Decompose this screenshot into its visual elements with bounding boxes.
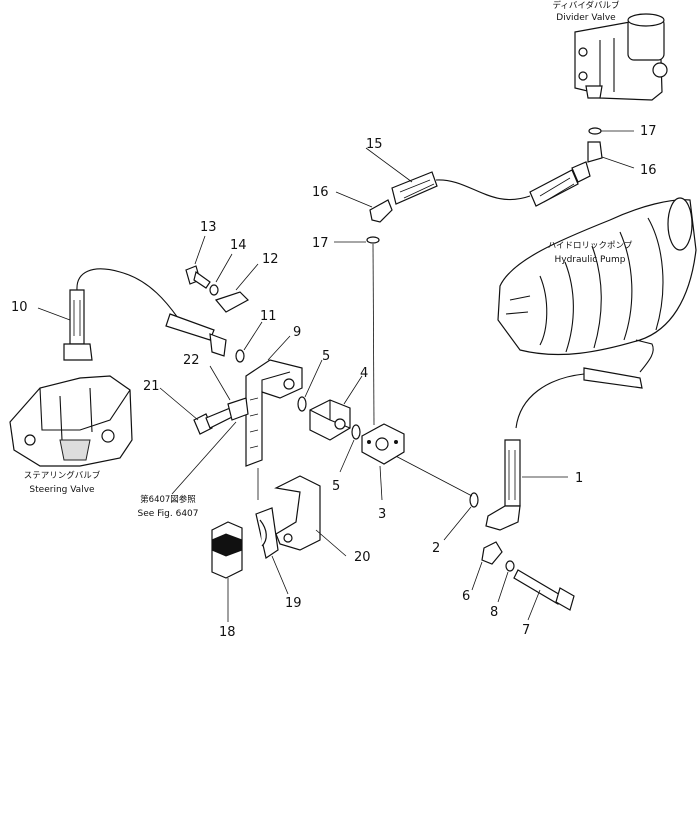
elbow-16-right: [587, 141, 603, 163]
bracket-9: [245, 359, 303, 467]
callout-5-lower: 5: [332, 479, 340, 494]
callout-21: 21: [143, 379, 160, 394]
callout-18: 18: [219, 625, 236, 640]
see-fig-en-label: See Fig. 6407: [137, 509, 198, 519]
callout-20: 20: [354, 550, 371, 565]
callout-1: 1: [575, 471, 583, 486]
steering-valve-en-label: Steering Valve: [29, 485, 95, 495]
o-ring-11: [235, 349, 245, 363]
callout-2: 2: [432, 541, 440, 556]
callout-16-left: 16: [312, 185, 329, 200]
clamp-12: [214, 291, 249, 313]
o-ring-5-upper: [297, 396, 307, 412]
hose-10: [63, 268, 227, 361]
clamp-18: [211, 521, 243, 579]
callout-19: 19: [285, 596, 302, 611]
o-ring-17-upper: [588, 127, 602, 135]
elbow-16-left: [369, 199, 393, 223]
steering-valve: [9, 375, 133, 467]
callout-11: 11: [260, 309, 277, 324]
bracket-6: [481, 541, 503, 565]
callout-16-right: 16: [640, 163, 657, 178]
steering-valve-jp-label: ステアリングバルブ: [24, 470, 101, 481]
o-ring-17-left: [366, 236, 380, 244]
bolt-7: [513, 569, 575, 611]
callout-6: 6: [462, 589, 470, 604]
callout-4: 4: [360, 366, 368, 381]
callout-8: 8: [490, 605, 498, 620]
callout-9: 9: [293, 325, 301, 340]
divider-valve-en-label: Divider Valve: [556, 13, 616, 23]
washer-14: [209, 284, 219, 296]
clamp-22: [227, 397, 249, 421]
hose-15: [391, 161, 591, 207]
callout-10: 10: [11, 300, 28, 315]
hose-1: [485, 339, 654, 531]
callout-5-upper: 5: [322, 349, 330, 364]
washer-8: [505, 560, 515, 572]
hydraulic-pump-en-label: Hydraulic Pump: [555, 255, 626, 265]
hydraulic-pump-jp-label: ハイドロリックポンプ: [548, 241, 633, 251]
o-ring-2: [469, 492, 479, 508]
hydraulic-pump: [497, 197, 697, 356]
o-ring-5-lower: [351, 424, 361, 440]
callout-17-left: 17: [312, 236, 329, 251]
callout-22: 22: [183, 353, 200, 368]
callout-13: 13: [200, 220, 217, 235]
callout-12: 12: [262, 252, 279, 267]
callout-14: 14: [230, 238, 247, 253]
callout-17-upper: 17: [640, 124, 657, 139]
block-4: [309, 399, 351, 441]
divider-valve: [574, 13, 668, 101]
callout-3: 3: [378, 507, 386, 522]
callout-7: 7: [522, 623, 530, 638]
callout-15: 15: [366, 137, 383, 152]
divider-valve-jp-label: ディバイダバルブ: [552, 0, 620, 11]
see-fig-jp-label: 第6407図参照: [140, 494, 196, 505]
bolt-13: [185, 265, 211, 289]
bracket-20: [274, 475, 321, 551]
block-3: [361, 423, 405, 465]
clamp-19: [255, 507, 279, 559]
